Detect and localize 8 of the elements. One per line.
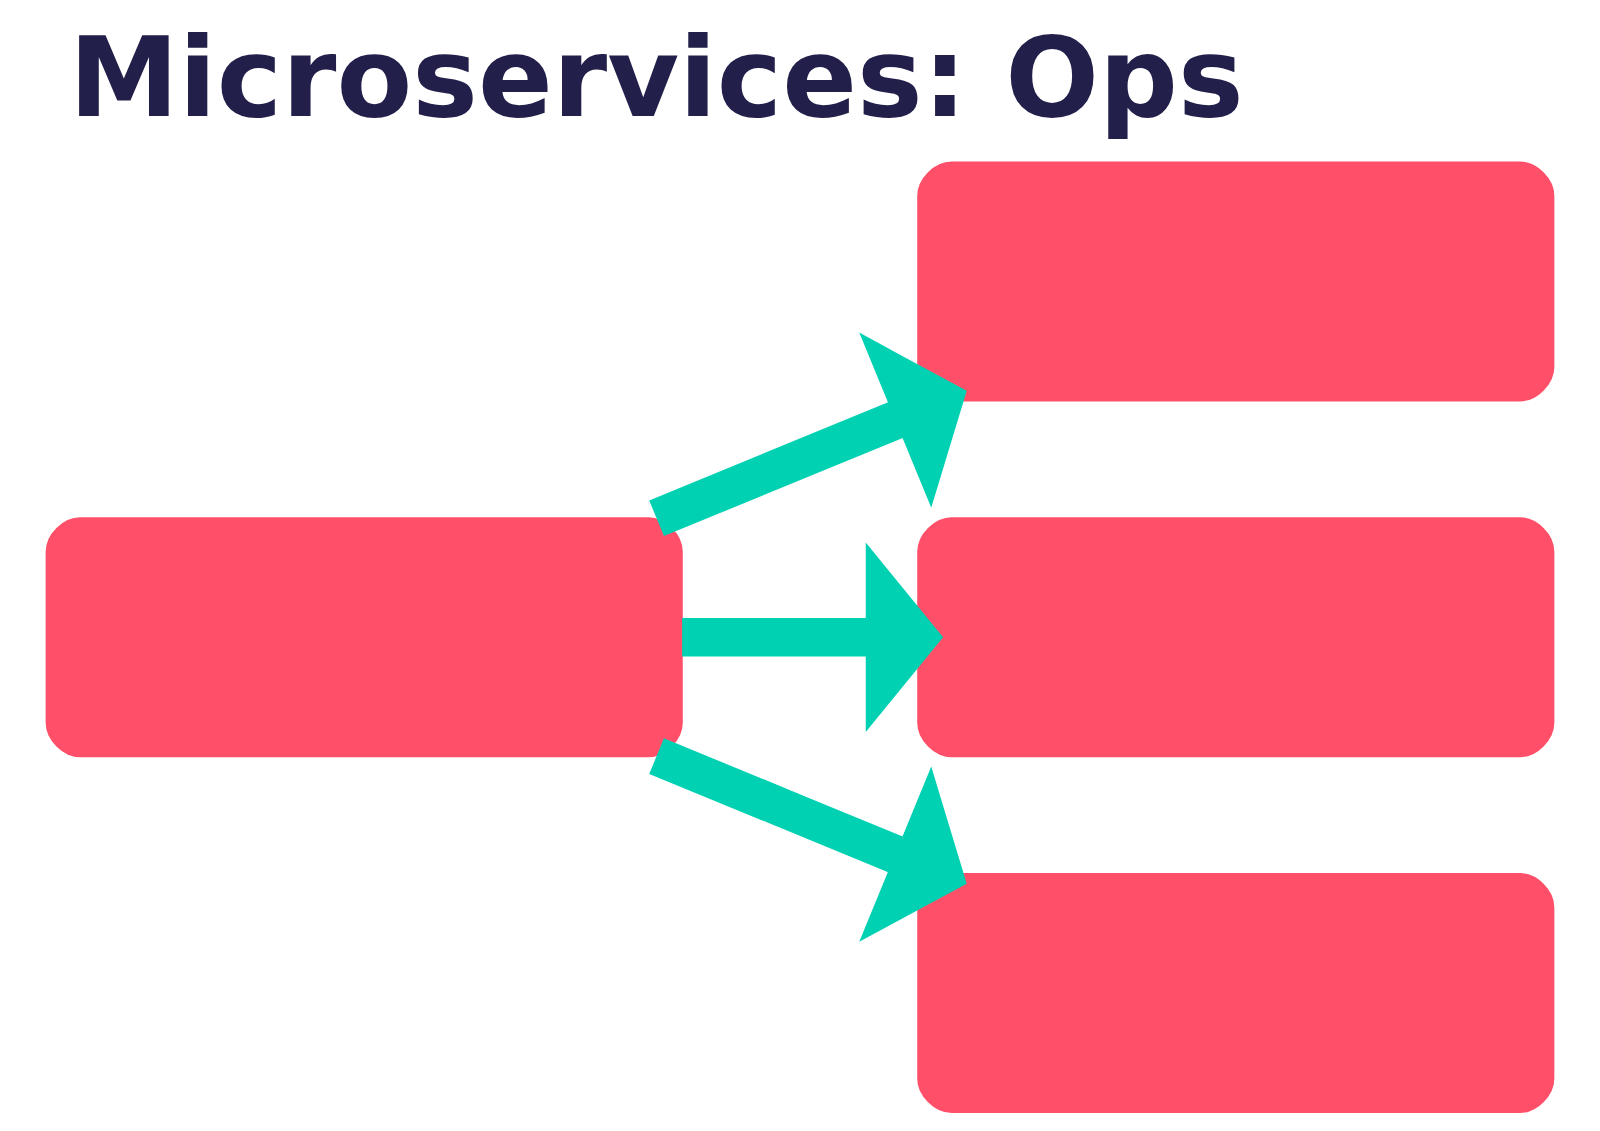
arrow [649,738,967,942]
diagram-title: Microservices: Ops [69,13,1244,142]
arrow [649,332,967,537]
node-box [917,161,1555,402]
node-box [917,517,1555,758]
node-box [917,873,1555,1113]
node-box [45,517,683,758]
arrow [682,542,944,732]
